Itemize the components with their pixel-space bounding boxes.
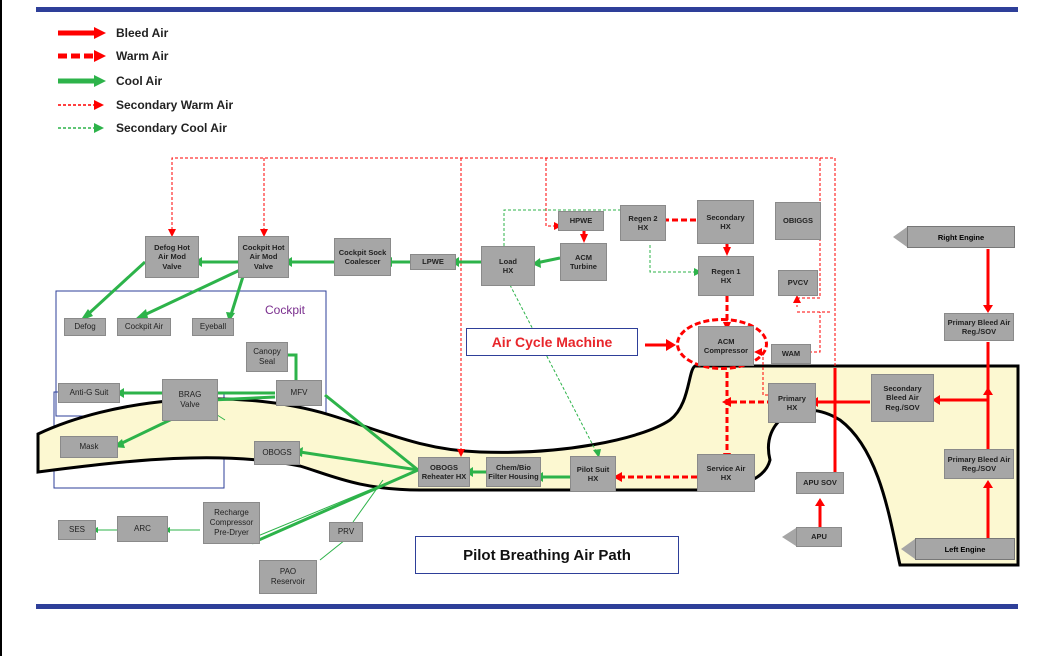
- cockpit-hot-air-mod-valve: Cockpit Hot Air Mod Valve: [238, 236, 289, 278]
- top-band: [36, 7, 1018, 12]
- apu-sov: APU SOV: [796, 472, 844, 494]
- right-engine-label: Right Engine: [937, 232, 985, 242]
- secondary-hx: Secondary HX: [697, 200, 754, 244]
- pao-reservoir: PAO Reservoir: [259, 560, 317, 594]
- anti-g-suit: Anti-G Suit: [58, 383, 120, 403]
- legend-label: Bleed Air: [116, 26, 169, 40]
- acm-turbine: ACM Turbine: [560, 243, 607, 281]
- secondary-bleed-air: Secondary Bleed Air Reg./SOV: [871, 374, 934, 422]
- eyeball: Eyeball: [192, 318, 234, 336]
- defog: Defog: [64, 318, 106, 336]
- legend-label: Secondary Cool Air: [116, 121, 227, 135]
- regen2-hx: Regen 2 HX: [620, 205, 666, 241]
- primary-bleed-air-top: Primary Bleed Air Reg./SOV: [944, 313, 1014, 341]
- ses: SES: [58, 520, 96, 540]
- acm-highlight-oval: [676, 318, 768, 370]
- canopy-seal: Canopy Seal: [246, 342, 288, 372]
- mfv: MFV: [276, 380, 322, 406]
- chem-bio-filter: Chem/Bio Filter Housing: [486, 457, 541, 487]
- legend-label: Cool Air: [116, 74, 163, 88]
- recharge-compressor: Recharge Compressor Pre-Dryer: [203, 502, 260, 544]
- legend-arrows: [58, 27, 106, 133]
- apu: APU: [796, 527, 842, 547]
- primary-hx: Primary HX: [768, 383, 816, 423]
- obiggs: OBIGGS: [775, 202, 821, 240]
- apu-nozzle: [782, 528, 796, 546]
- right-engine-nozzle: [893, 227, 907, 247]
- left-engine: Left Engine: [915, 538, 1015, 560]
- regen1-hx: Regen 1 HX: [698, 256, 754, 296]
- left-engine-label: Left Engine: [944, 544, 986, 554]
- legend-label: Secondary Warm Air: [116, 98, 234, 112]
- hpwe: HPWE: [558, 211, 604, 231]
- defog-hot-air-mod-valve: Defog Hot Air Mod Valve: [145, 236, 199, 278]
- air-cycle-machine-label: Air Cycle Machine: [466, 328, 638, 356]
- pvcv: PVCV: [778, 270, 818, 296]
- left-engine-nozzle: [901, 539, 915, 559]
- obogs-reheater-hx: OBOGS Reheater HX: [418, 457, 470, 487]
- right-engine: Right Engine: [907, 226, 1015, 248]
- acm-compressor: ACM Compressor: [698, 326, 754, 366]
- obogs: OBOGS: [254, 441, 300, 465]
- bottom-band: [36, 604, 1018, 609]
- prv: PRV: [329, 522, 363, 542]
- wam: WAM: [771, 344, 811, 364]
- mask: Mask: [60, 436, 118, 458]
- cockpit-air: Cockpit Air: [117, 318, 171, 336]
- cockpit-label: Cockpit: [265, 303, 306, 317]
- frame-left-line: [0, 0, 2, 656]
- primary-bleed-air-bottom: Primary Bleed Air Reg./SOV: [944, 449, 1014, 479]
- arc: ARC: [117, 516, 168, 542]
- pilot-breathing-air-path-label: Pilot Breathing Air Path: [415, 536, 679, 574]
- load-hx: Load HX: [481, 246, 535, 286]
- service-air-hx: Service Air HX: [697, 454, 755, 492]
- brag-valve: BRAG Valve: [162, 379, 218, 421]
- cockpit-sock-coalescer: Cockpit Sock Coalescer: [334, 238, 391, 276]
- lpwe: LPWE: [410, 254, 456, 270]
- legend-label: Warm Air: [116, 49, 169, 63]
- pilot-suit-hx: Pilot Suit HX: [570, 456, 616, 492]
